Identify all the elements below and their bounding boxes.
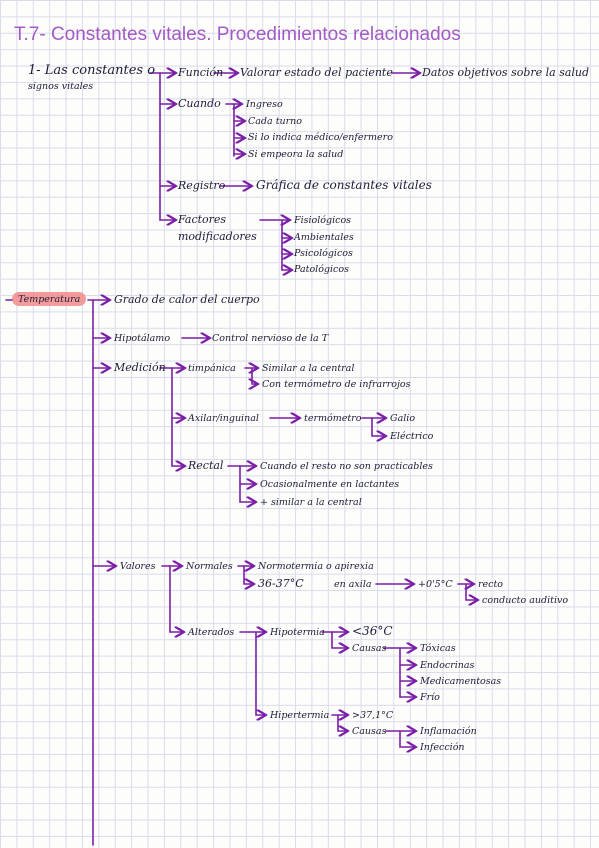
- grado-label: Grado de calor del cuerpo: [114, 293, 260, 306]
- causas-label: Causas: [352, 643, 387, 654]
- frio-label: Frío: [420, 692, 440, 703]
- datos-label: Datos objetivos sobre la salud: [422, 66, 590, 79]
- factores-label: Factores: [178, 213, 227, 226]
- endocrinas-label: Endocrinas: [420, 660, 475, 671]
- temperatura-connectors: [5, 300, 478, 846]
- hipertermia-label: Hipertermia: [270, 710, 330, 721]
- hipotermia-label: Hipotermia: [270, 627, 325, 638]
- recto-label: recto: [478, 579, 504, 590]
- si-empeora-label: Si empeora la salud: [248, 149, 344, 160]
- control-label: Control nervioso de la T: [212, 333, 329, 344]
- conducto-label: conducto auditivo: [482, 595, 569, 606]
- toxicas-label: Tóxicas: [420, 643, 456, 654]
- en-axila-label: en axila: [334, 579, 372, 590]
- ocasional-label: Ocasionalmente en lactantes: [260, 479, 400, 490]
- normotermia-label: Normotermia o apirexia: [258, 561, 374, 572]
- fisiologicos-label: Fisiológicos: [294, 215, 352, 226]
- medicamentosas-label: Medicamentosas: [420, 676, 502, 687]
- si-indica-label: Si lo indica médico/enfermero: [248, 132, 393, 143]
- normales-label: Normales: [186, 561, 233, 572]
- temperatura-highlight: [12, 292, 86, 306]
- medicion-label: Medición: [114, 361, 166, 374]
- axilar-label: Axilar/inguinal: [188, 413, 259, 424]
- mas05-label: +0'5°C: [418, 579, 453, 590]
- registro-label: Registro: [178, 179, 226, 192]
- grafica-label: Gráfica de constantes vitales: [256, 178, 432, 192]
- rectal-label: Rectal: [188, 459, 224, 472]
- section1-connectors: [149, 73, 420, 270]
- menor36-label: <36°C: [352, 624, 393, 638]
- valores-label: Valores: [120, 561, 156, 572]
- psicologicos-label: Psicológicos: [294, 248, 353, 259]
- causas2-label: Causas: [352, 726, 387, 737]
- hipotalamo-label: Hipotálamo: [114, 333, 171, 344]
- patologicos-label: Patológicos: [294, 264, 349, 275]
- cuando-resto-label: Cuando el resto no son practicables: [260, 461, 433, 472]
- alterados-label: Alterados: [188, 627, 235, 638]
- cuando-label: Cuando: [178, 97, 221, 110]
- similar-central2-label: + similar a la central: [260, 497, 362, 508]
- electrico-label: Eléctrico: [390, 431, 434, 442]
- timpanica-label: timpánica: [188, 363, 236, 374]
- galio-label: Galio: [390, 413, 416, 424]
- termometro-label: termómetro: [304, 413, 362, 424]
- inflamacion-label: Inflamación: [420, 726, 477, 737]
- ambientales-label: Ambientales: [294, 232, 354, 243]
- funcion-label: Función: [178, 66, 224, 79]
- section1-heading2: signos vitales: [28, 81, 94, 92]
- temperatura-label: Temperatura: [18, 294, 81, 305]
- page-title: T.7- Constantes vitales. Procedimientos …: [14, 24, 461, 45]
- con-termometro-label: Con termómetro de infrarrojos: [262, 379, 411, 390]
- rango-label: 36-37°C: [258, 577, 304, 590]
- modificadores-label: modificadores: [178, 230, 257, 243]
- similar-central-label: Similar a la central: [262, 363, 355, 374]
- valorar-label: Valorar estado del paciente: [240, 66, 393, 79]
- ingreso-label: Ingreso: [246, 99, 283, 110]
- mayor371-label: >37,1°C: [352, 710, 394, 721]
- section1-heading: 1- Las constantes o: [28, 63, 156, 78]
- infeccion-label: Infección: [420, 742, 465, 753]
- cada-turno-label: Cada turno: [248, 116, 303, 127]
